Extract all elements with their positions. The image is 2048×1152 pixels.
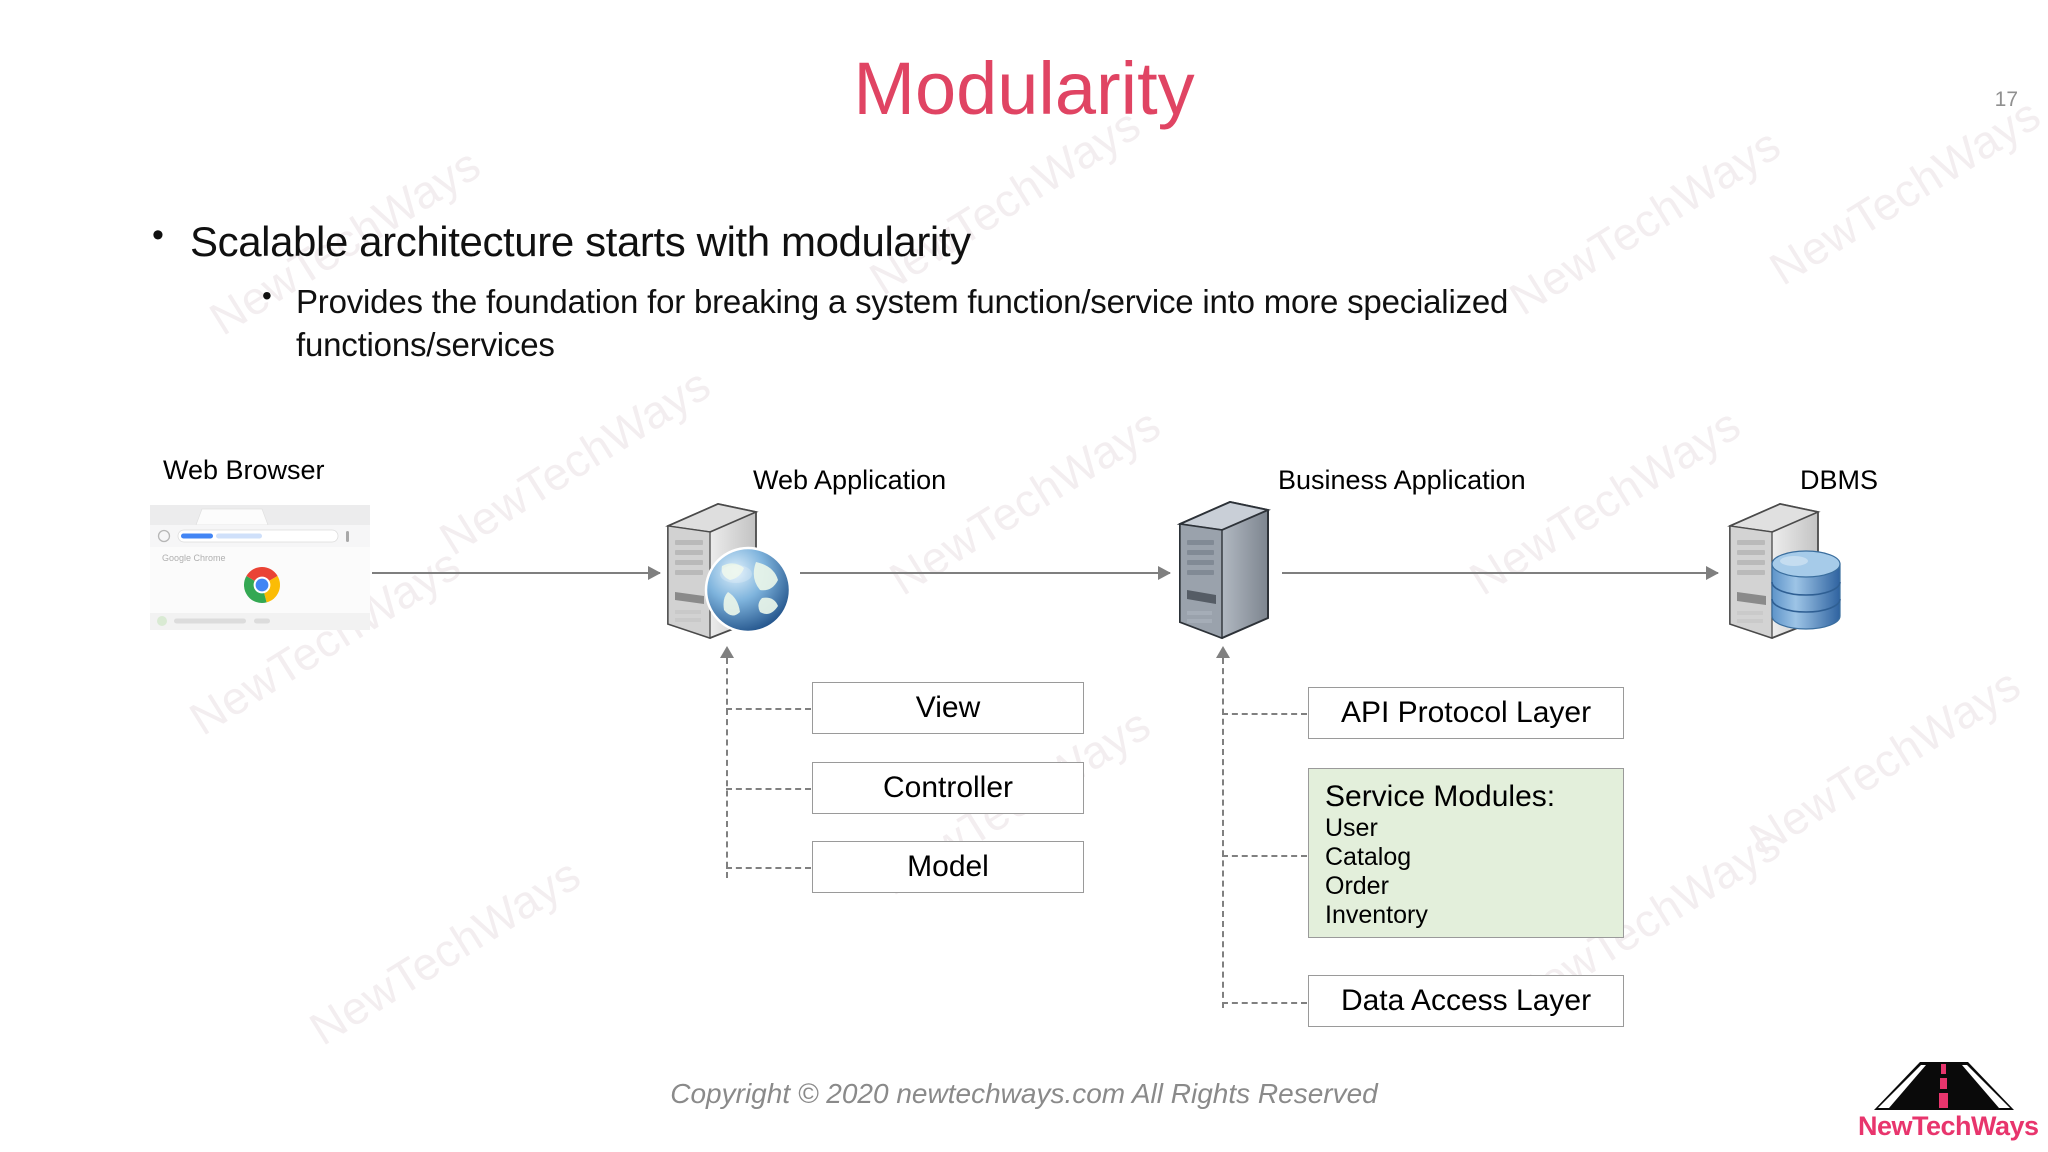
flow-arrow-webapp-to-bizapp	[800, 566, 1171, 580]
server-tower-icon	[1168, 492, 1280, 652]
node-label-web-browser: Web Browser	[163, 455, 325, 485]
road-logo-icon	[1874, 1062, 2014, 1110]
webapp-trunk-arrowhead	[720, 646, 734, 658]
webapp-trunk-line	[726, 658, 728, 878]
module-box-controller[interactable]: Controller	[812, 762, 1084, 814]
service-module-item: Order	[1325, 872, 1389, 901]
bizapp-trunk-line	[1222, 658, 1224, 1008]
page-number: 17	[1994, 88, 2018, 111]
module-box-view[interactable]: View	[812, 682, 1084, 734]
bullet-level2: Provides the foundation for breaking a s…	[260, 278, 1760, 367]
chrome-browser-window-icon: Google Chrome	[149, 504, 371, 631]
service-module-item: Catalog	[1325, 843, 1412, 872]
newtechways-logo: NewTechWays	[1858, 1048, 2039, 1144]
module-box-service-modules[interactable]: Service Modules: User Catalog Order Inve…	[1308, 768, 1624, 938]
node-label-web-application: Web Application	[753, 465, 947, 495]
bizapp-branch-service	[1222, 855, 1307, 857]
service-module-item: Inventory	[1325, 901, 1428, 930]
module-box-api-protocol-layer[interactable]: API Protocol Layer	[1308, 687, 1624, 739]
webapp-branch-model	[726, 867, 811, 869]
logo-wordmark: NewTechWays	[1858, 1111, 2039, 1141]
bizapp-branch-api	[1222, 713, 1307, 715]
copyright-footer: Copyright © 2020 newtechways.com All Rig…	[670, 1078, 1378, 1109]
bizapp-branch-data-access	[1222, 1002, 1307, 1004]
svg-text:Google Chrome: Google Chrome	[162, 553, 226, 563]
webapp-branch-view	[726, 708, 811, 710]
server-globe-icon	[652, 492, 794, 652]
node-label-dbms: DBMS	[1800, 465, 1879, 495]
server-database-icon	[1718, 492, 1860, 652]
module-box-data-access-layer[interactable]: Data Access Layer	[1308, 975, 1624, 1027]
bullet-list: Scalable architecture starts with modula…	[150, 216, 1950, 367]
node-label-business-application: Business Application	[1278, 465, 1526, 495]
bullet-level1: Scalable architecture starts with modula…	[150, 216, 1950, 267]
flow-arrow-bizapp-to-dbms	[1282, 566, 1719, 580]
service-module-item: User	[1325, 814, 1378, 843]
webapp-branch-controller	[726, 788, 811, 790]
bizapp-trunk-arrowhead	[1216, 646, 1230, 658]
module-box-model[interactable]: Model	[812, 841, 1084, 893]
flow-arrow-browser-to-webapp	[372, 566, 661, 580]
page-title: Modularity	[853, 47, 1195, 130]
service-modules-title: Service Modules:	[1325, 780, 1556, 813]
